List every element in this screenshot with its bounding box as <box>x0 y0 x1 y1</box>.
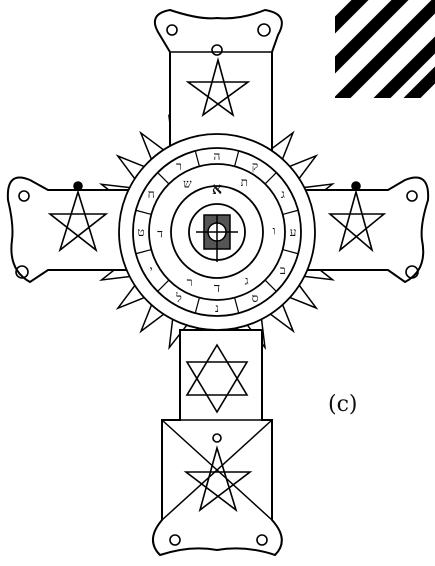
inner-letter: ו <box>272 224 275 238</box>
ring-letter: ב <box>280 263 286 277</box>
hatched-swatch <box>300 0 435 120</box>
ring-letter: ק <box>252 159 258 173</box>
ring-letter: ג <box>281 187 285 201</box>
inner-letter: ד <box>157 226 163 240</box>
inner-letter: ש <box>183 176 192 190</box>
ring-letter: ה <box>214 149 221 163</box>
ring-letter: ל <box>175 291 182 305</box>
ring-letter: ר <box>176 159 182 173</box>
center-letter: א <box>212 179 222 198</box>
ring-letter: י <box>150 263 153 277</box>
ring-letter: ס <box>252 291 259 305</box>
panel-label: (c) <box>328 392 358 417</box>
ring-letter: ח <box>148 187 155 201</box>
inner-letter: ר <box>187 275 193 289</box>
ring-letter: נ <box>215 301 219 315</box>
inner-letter: ת <box>241 175 248 189</box>
inner-letter: ג <box>245 274 249 288</box>
ring-letter: ע <box>290 225 297 239</box>
ring-letter: ט <box>137 225 144 239</box>
center-bottom-letter: ד <box>214 281 220 296</box>
